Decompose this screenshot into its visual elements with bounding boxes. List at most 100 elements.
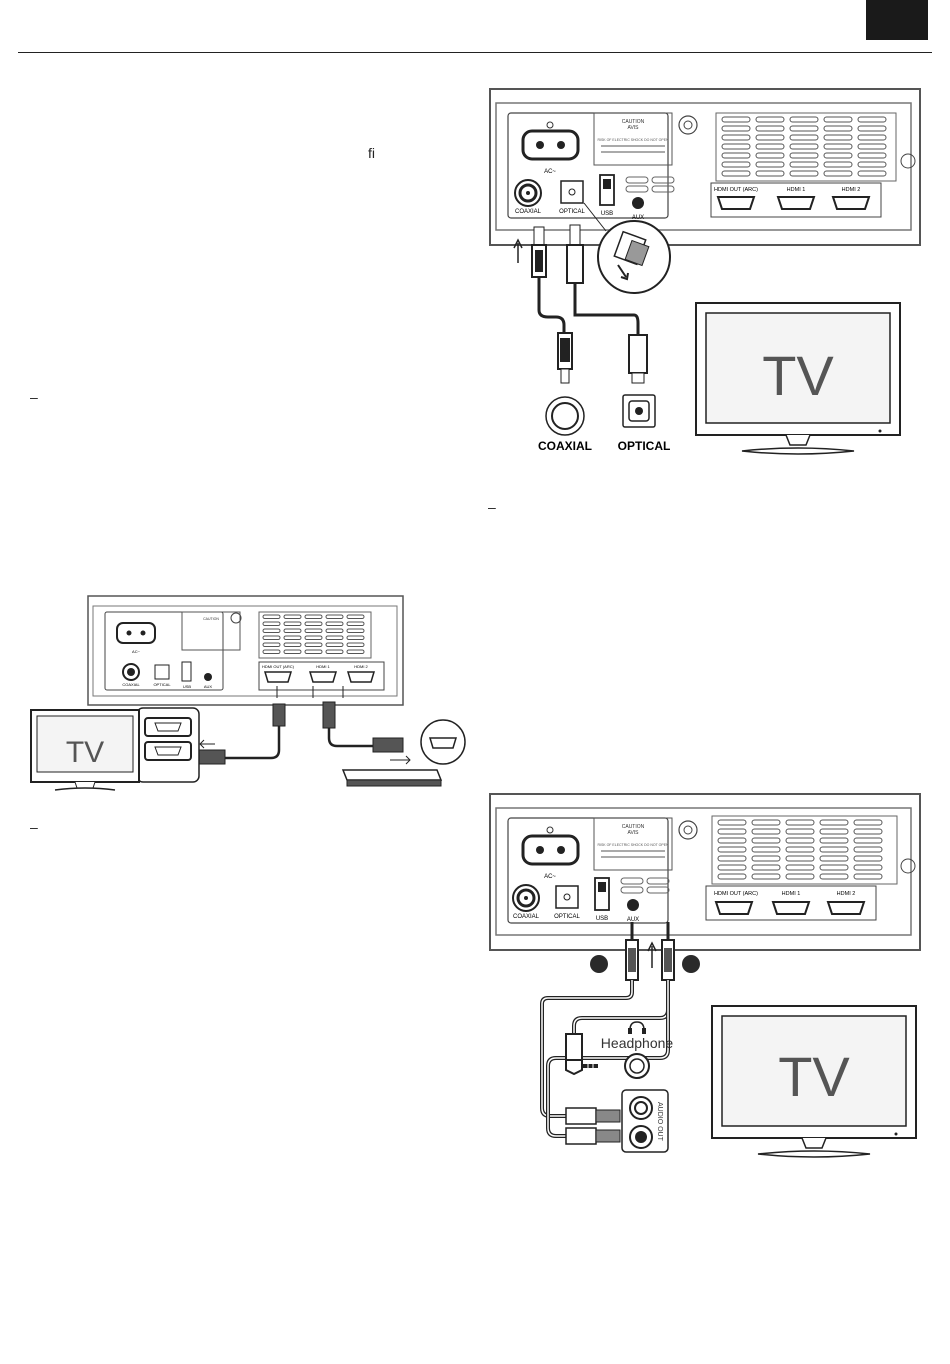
vent-slot [823,161,853,168]
vent-slot [785,819,815,826]
vent-slot [755,170,785,177]
vent-slot [785,873,815,880]
vent-slot [717,864,747,871]
vent-slot [857,170,887,177]
vent-slot [819,864,849,871]
usb-port [181,661,192,682]
vent-slot [857,134,887,141]
vent-slot [346,628,365,633]
optical-caption: OPTICAL [618,439,671,453]
coaxial-port-label: COAXIAL [513,914,540,920]
hdmi-2-label: HDMI 2 [842,187,861,193]
coaxial-cable [531,226,585,436]
vent-slot [785,846,815,853]
ac-label: AC~ [544,169,556,175]
vent-slot [325,621,344,626]
ac-socket [521,834,580,866]
hdmi-arc-label: HDMI OUT (ARC) [714,187,758,193]
vent-slot [823,170,853,177]
aux-cable-2 [546,922,675,1138]
hdmi-1-label: HDMI 1 [316,664,330,669]
ac-label: AC~ [132,649,141,654]
vent-slot [262,628,281,633]
vent-slot [789,143,819,150]
hdmi-port [771,901,811,915]
vent-slot [262,635,281,640]
coaxial-caption: COAXIAL [538,439,592,453]
hdmi-1-label: HDMI 1 [782,891,801,897]
vent-slot [819,873,849,880]
vent-slot [857,143,887,150]
vent-slot [721,161,751,168]
vent-slot [785,837,815,844]
figure-hdmi: AC~ CAUTION COAXIAL OPTICAL USB AUX HDMI… [30,595,466,791]
vent-slot [346,635,365,640]
vent-slot [283,635,302,640]
optical-jack [154,664,170,680]
aux-label: AUX [632,215,644,221]
stray-dash: – [30,389,38,405]
vent-slot [857,161,887,168]
vent-slot [283,649,302,654]
vent-slot [304,614,323,619]
vent-slot [789,161,819,168]
avis-label: AVIS [627,830,639,836]
vent-slot [853,837,883,844]
vent-slot [262,642,281,647]
vent-slot [853,846,883,853]
vent-slot [325,642,344,647]
vent-slot [823,143,853,150]
vent-slot [789,152,819,159]
vent-slot [751,846,781,853]
vent-slot [789,116,819,123]
vent-slot [304,642,323,647]
aux-cable-1 [540,922,639,1118]
hdmi-1-label: HDMI 1 [787,187,806,193]
vent-slot [346,621,365,626]
stray-dash: – [30,819,38,835]
stray-dash: – [488,499,496,515]
tv-label: TV [762,344,834,407]
headphone-plug [565,1033,598,1076]
vent-slot [717,819,747,826]
vent-slot [717,828,747,835]
ac-socket [521,129,580,161]
vent-slot [823,152,853,159]
figure-aux: AC~ CAUTION AVIS RISK OF ELECTRIC SHOCK … [489,793,921,1158]
vent-slot [283,621,302,626]
headphone-label: Headphone [601,1035,674,1051]
usb-label: USB [601,211,613,217]
vent-slot [717,873,747,880]
vent-slot [857,116,887,123]
vent-slot [721,143,751,150]
vent-slot [755,116,785,123]
vent-slot [755,134,785,141]
vent-slot [785,855,815,862]
vent-slot [283,628,302,633]
tv-label: TV [778,1045,850,1108]
ac-label: AC~ [544,874,556,880]
tv-illustration: TV [30,709,140,791]
aux-jack [204,673,212,681]
vent-slot [857,125,887,132]
vent-slot [785,864,815,871]
vent-slot [789,125,819,132]
vent-slot [751,819,781,826]
hdmi-port [263,671,293,683]
avis-label: AVIS [627,125,639,131]
vent-slot [819,846,849,853]
tv-label: TV [66,736,104,769]
hdmi-port [776,196,816,210]
header-rule [18,52,932,53]
vent-slot [346,614,365,619]
coaxial-port-label: COAXIAL [515,209,542,215]
hdmi-port [308,671,338,683]
page-tab [866,0,928,40]
vent-slot [262,649,281,654]
vent-slot [262,614,281,619]
warn-text: RISK OF ELECTRIC SHOCK DO NOT OPEN [597,843,669,847]
aux-jack [632,197,644,209]
vent-slot [346,649,365,654]
hdmi-2-label: HDMI 2 [354,664,368,669]
caution-label: CAUTION [203,617,219,621]
